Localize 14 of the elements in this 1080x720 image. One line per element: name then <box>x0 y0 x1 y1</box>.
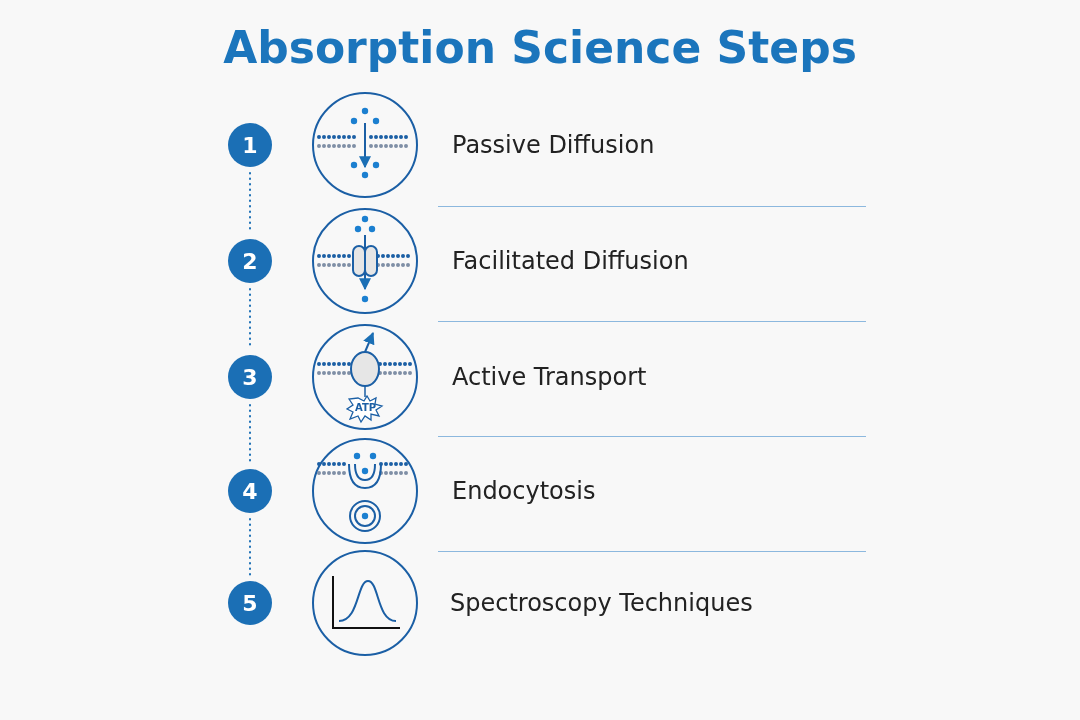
dotted-connector <box>249 404 251 464</box>
step-label: Active Transport <box>452 363 647 391</box>
number-badge: 2 <box>228 239 272 283</box>
icon-label: ATP <box>355 401 377 413</box>
step-label: Endocytosis <box>452 477 596 505</box>
number-badge: 1 <box>228 123 272 167</box>
dotted-connector <box>249 518 251 576</box>
number-badge: 4 <box>228 469 272 513</box>
step-label: Passive Diffusion <box>452 131 655 159</box>
step-label: Facilitated Diffusion <box>452 247 689 275</box>
step-label: Spectroscopy Techniques <box>450 589 753 617</box>
number-badge: 3 <box>228 355 272 399</box>
title: Absorption Science Steps <box>222 22 858 73</box>
number-badge: 5 <box>228 581 272 625</box>
